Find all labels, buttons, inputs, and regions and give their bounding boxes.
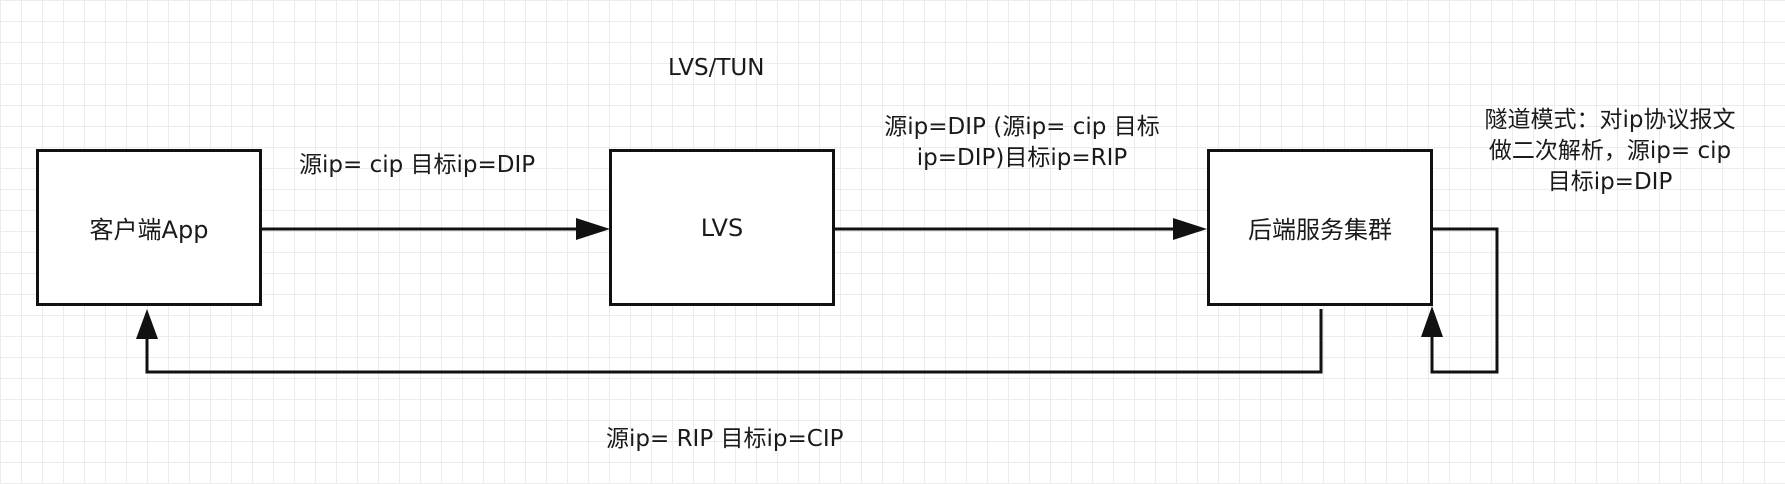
tunnel-mode-note: 隧道模式：对ip协议报文 做二次解析，源ip= cip 目标ip=DIP: [1440, 105, 1780, 198]
edge-label-client-to-lvs: 源ip= cip 目标ip=DIP: [299, 152, 536, 178]
arrowhead-lvs-to-backend: [1173, 218, 1207, 240]
edge-label-lvs-to-backend: 源ip=DIP (源ip= cip 目标 ip=DIP)目标ip=RIP: [842, 112, 1202, 174]
tunnel-mode-note-line2: 做二次解析，源ip= cip: [1488, 138, 1732, 164]
arrowhead-client-to-lvs: [576, 218, 610, 240]
backend-cluster-label: 后端服务集群: [1248, 216, 1392, 244]
arrowhead-backend-self-loop: [1421, 306, 1443, 337]
diagram-title: LVS/TUN: [668, 55, 765, 81]
lvs-label: LVS: [700, 213, 744, 242]
lvs-node: LVS: [609, 149, 835, 306]
arrowhead-backend-to-client: [136, 309, 158, 339]
tunnel-mode-note-line1: 隧道模式：对ip协议报文: [1484, 107, 1736, 133]
arrow-backend-self-loop: [1430, 227, 1499, 374]
edge-label-backend-to-client: 源ip= RIP 目标ip=CIP: [606, 426, 844, 452]
edge-label-lvs-to-backend-line1: 源ip=DIP (源ip= cip 目标: [884, 114, 1160, 140]
arrow-backend-to-client: [145, 309, 1323, 374]
client-app-label: 客户端App: [89, 216, 209, 244]
edge-label-lvs-to-backend-line2: ip=DIP)目标ip=RIP: [916, 145, 1128, 171]
tunnel-mode-note-line3: 目标ip=DIP: [1547, 169, 1673, 195]
client-app-node: 客户端App: [36, 149, 262, 306]
backend-cluster-node: 后端服务集群: [1207, 149, 1433, 306]
